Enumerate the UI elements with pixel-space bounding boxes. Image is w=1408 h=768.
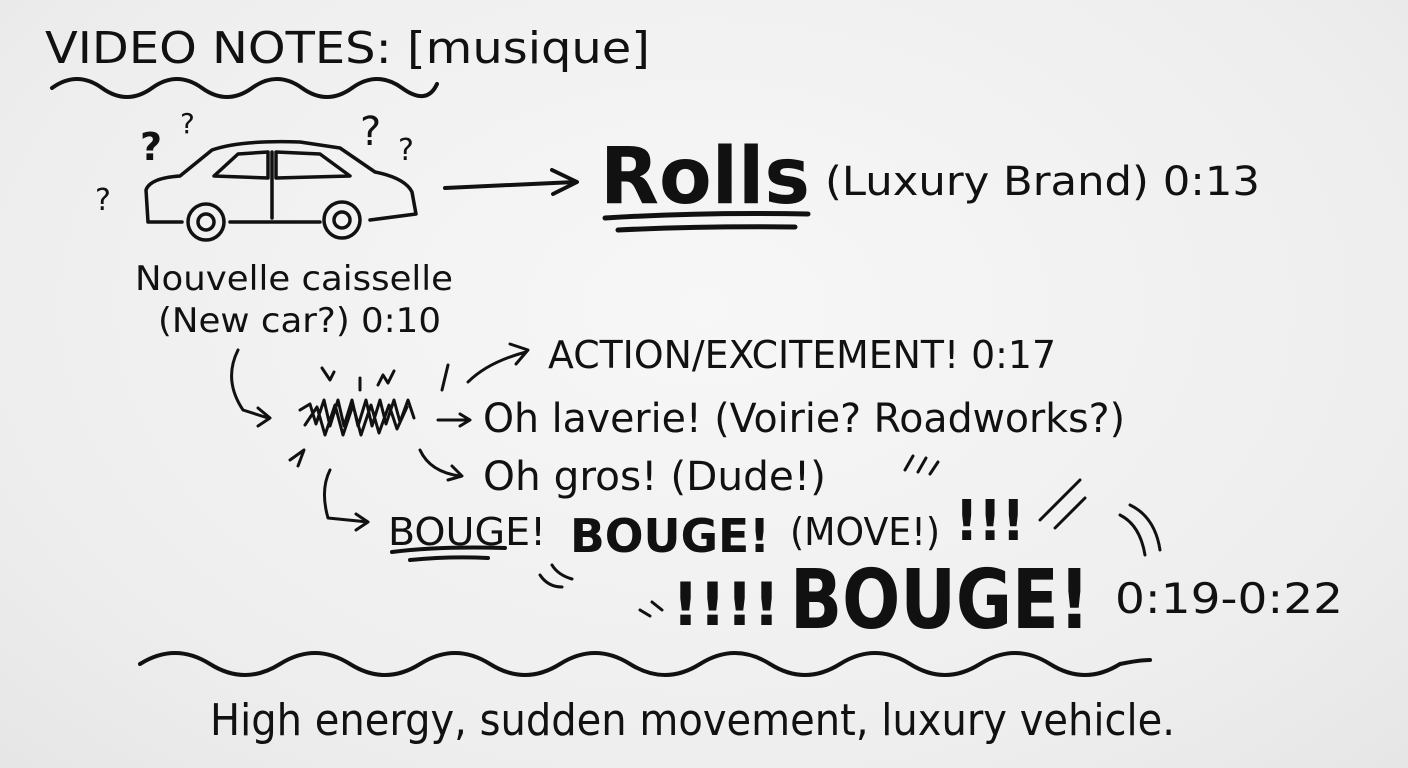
title-underline: [50, 77, 439, 99]
summary: High energy, sudden movement, luxury veh…: [210, 695, 1175, 746]
bouge-underline: [390, 545, 507, 562]
big-bouge-bangs: !!!!: [672, 570, 780, 640]
car-icon: [144, 139, 418, 242]
big-bouge-time: 0:19-0:22: [1115, 574, 1343, 623]
question-mark: ?: [360, 109, 381, 155]
question-mark: ?: [95, 183, 111, 218]
rolls-word: Rolls: [600, 132, 810, 222]
bouge-second: BOUGE!: [570, 509, 770, 563]
title: VIDEO NOTES: [musique]: [45, 23, 650, 74]
motion-lines-icon: [538, 454, 1162, 618]
big-bouge-word: BOUGE!: [790, 553, 1090, 648]
car-label-translation: (New car?) 0:10: [158, 301, 441, 341]
rolls-underline: [602, 211, 811, 233]
question-mark: ?: [180, 107, 195, 140]
bouge-bangs: !!!: [955, 489, 1025, 554]
question-mark: ?: [140, 125, 162, 169]
scribble-burst-icon: [230, 342, 530, 532]
gros-line: Oh gros! (Dude!): [483, 454, 826, 500]
question-mark: ?: [398, 133, 414, 168]
move-translation: (MOVE!): [790, 510, 940, 554]
rolls-note: (Luxury Brand) 0:13: [825, 159, 1260, 205]
action-line: ACTION/EXCITEMENT! 0:17: [548, 333, 1056, 377]
arrow-icon: [443, 168, 579, 196]
summary-divider: [138, 651, 1152, 677]
laverie-line: Oh laverie! (Voirie? Roadworks?): [483, 396, 1125, 442]
car-label: Nouvelle caisselle: [135, 259, 453, 299]
